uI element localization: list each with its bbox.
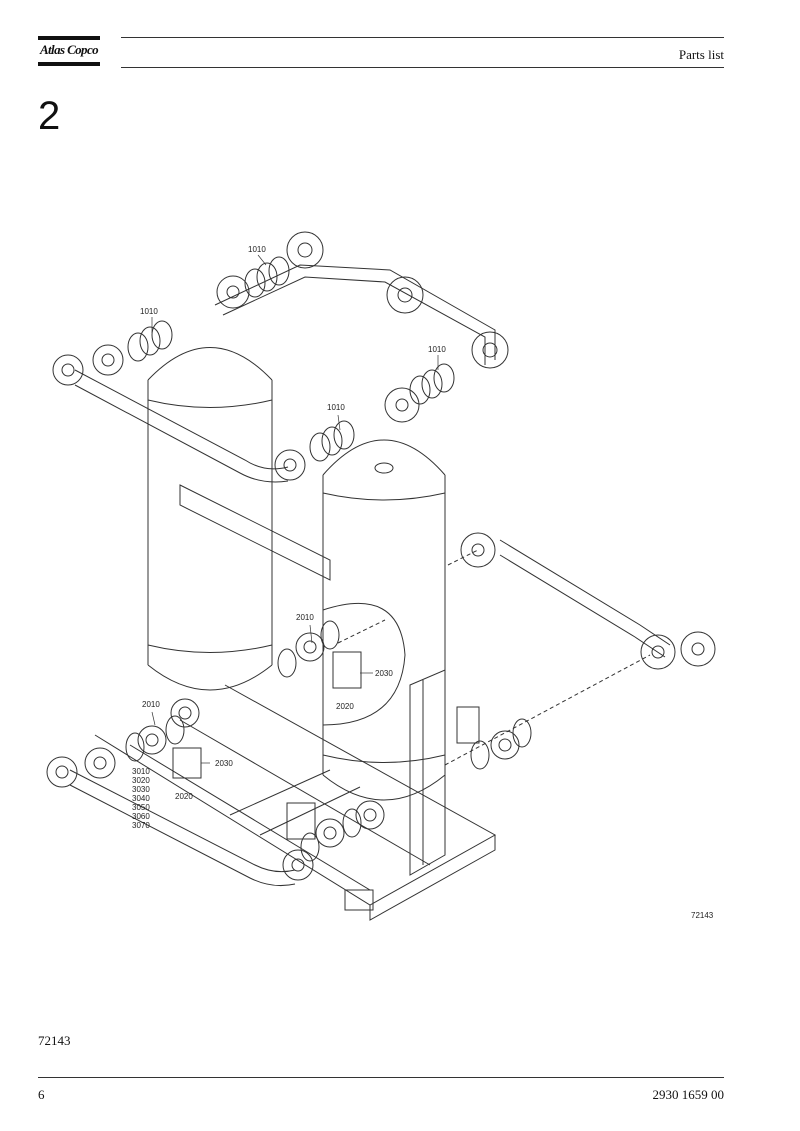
base-frame [94, 684, 497, 921]
callout-3040: 3040 [132, 794, 150, 803]
header-rule-bottom [121, 67, 724, 68]
left-vessel [147, 347, 273, 691]
document-number: 2930 1659 00 [652, 1087, 725, 1102]
callout-leaders [151, 254, 439, 764]
callout-2010-b: 2010 [142, 700, 160, 709]
callout-3050: 3050 [132, 803, 150, 812]
mounting-bracket [179, 484, 331, 581]
lower-inlet-pipe [46, 747, 314, 886]
callout-3010: 3010 [132, 767, 150, 776]
figure-caption: 72143 [38, 1033, 71, 1048]
upper-right-gaskets [309, 363, 455, 462]
footer-rule [38, 1077, 724, 1078]
right-outlet-pipe [460, 532, 716, 670]
callout-2020-a: 2020 [336, 702, 354, 711]
header-title: Parts list [678, 47, 724, 62]
drawing-number: 72143 [691, 911, 714, 920]
callout-2030-a: 2030 [375, 669, 393, 678]
callout-2010-a: 2010 [296, 613, 314, 622]
callout-2020-b: 2020 [175, 792, 193, 801]
logo-bottom-bar [38, 62, 100, 66]
exploded-view-drawing: 1010 1010 1010 1010 2010 2030 2020 2010 … [46, 231, 716, 921]
callout-labels: 1010 1010 1010 1010 2010 2030 2020 2010 … [132, 245, 714, 920]
page-number: 6 [38, 1087, 45, 1102]
upper-left-gaskets [127, 256, 290, 362]
callout-3030: 3030 [132, 785, 150, 794]
left-inlet-pipe [52, 344, 306, 483]
middle-valve-assembly [277, 602, 406, 726]
assembly-guide-lines [337, 549, 651, 766]
callout-1010-b: 1010 [140, 307, 158, 316]
section-number: 2 [38, 94, 61, 138]
callout-3020: 3020 [132, 776, 150, 785]
callout-1010-a: 1010 [248, 245, 266, 254]
atlas-copco-logo: Atlas Copco [38, 36, 100, 66]
header-rule-top [121, 37, 724, 38]
callout-1010-c: 1010 [428, 345, 446, 354]
top-crossover-pipe [214, 231, 509, 369]
callout-2030-b: 2030 [215, 759, 233, 768]
logo-wordmark: Atlas Copco [39, 42, 99, 57]
support-leg [409, 669, 446, 876]
callout-3070: 3070 [132, 821, 150, 830]
bottom-valve-assembly [286, 800, 385, 862]
logo-top-bar [38, 36, 100, 40]
right-valve-assembly [456, 706, 532, 770]
callout-3060: 3060 [132, 812, 150, 821]
callout-1010-d: 1010 [327, 403, 345, 412]
